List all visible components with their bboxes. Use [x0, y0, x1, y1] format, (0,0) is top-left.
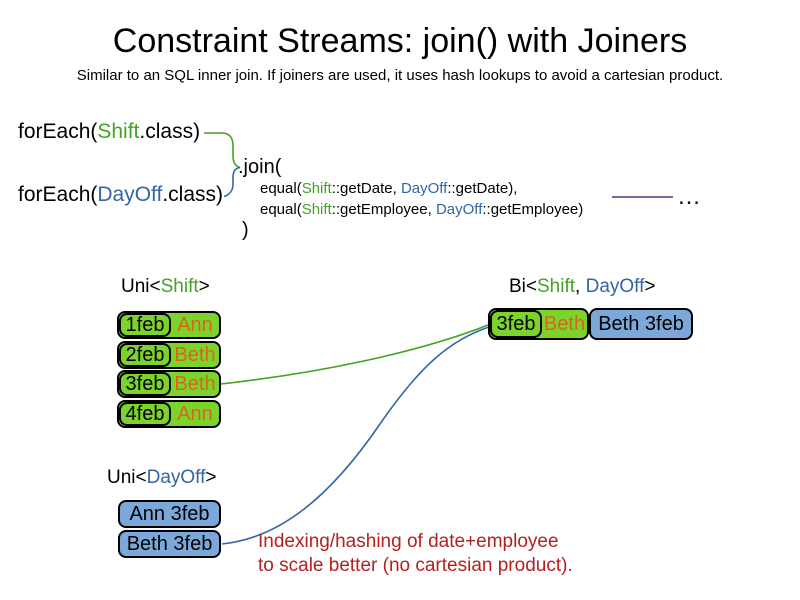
shift-date-cell: 1feb — [119, 313, 171, 337]
code-token: forEach( — [18, 120, 98, 143]
shift-date-cell: 3feb — [119, 372, 171, 396]
label-token: > — [644, 276, 656, 297]
code-foreach-dayoff: forEach(DayOff.class) — [18, 183, 223, 207]
shift-employee-cell: Beth — [174, 343, 216, 366]
code-joiner-date: equal(Shift::getDate, DayOff::getDate), — [260, 180, 517, 197]
shift-employee-cell: Ann — [177, 313, 213, 336]
label-token: Bi< — [509, 276, 537, 297]
bi-shift-part: 3feb Beth — [488, 308, 589, 340]
shift-class-token: Shift — [301, 201, 332, 218]
bi-dayoff-part: Beth 3feb — [589, 308, 693, 340]
page-subtitle: Similar to an SQL inner join. If joiners… — [76, 67, 724, 84]
uni-dayoff-label: Uni<DayOff> — [107, 467, 217, 489]
code-token: ::getEmployee, — [331, 201, 436, 218]
more-joiners-ellipsis: … — [677, 183, 701, 210]
dayoff-type-token: DayOff — [585, 276, 645, 297]
shift-employee-cell: Beth — [174, 372, 216, 395]
code-token: .class) — [162, 183, 224, 206]
shift-type-token: Shift — [160, 276, 199, 297]
code-join-close: ) — [242, 219, 249, 241]
dayoff-type-token: DayOff — [146, 467, 206, 488]
dayoff-class-token: DayOff — [435, 201, 483, 218]
label-token: Uni< — [121, 276, 161, 297]
code-foreach-shift: forEach(Shift.class) — [18, 120, 200, 144]
bi-result-label: Bi<Shift, DayOff> — [509, 276, 655, 298]
shift-class-token: Shift — [301, 180, 332, 197]
code-token: ::getDate), — [447, 180, 518, 197]
shift-row: 2feb Beth — [117, 341, 221, 369]
label-token: Uni< — [107, 467, 147, 488]
dayoff-row: Ann 3feb — [118, 500, 221, 528]
code-token: equal( — [260, 180, 302, 197]
shift-employee-cell: Ann — [177, 402, 213, 425]
label-token: > — [198, 276, 210, 297]
code-token: equal( — [260, 201, 302, 218]
brace-blue-connector-icon — [223, 166, 241, 198]
shift-date-cell: 2feb — [119, 343, 171, 367]
code-token: forEach( — [18, 183, 98, 206]
join-line-shift-icon — [220, 324, 489, 385]
page-title: Constraint Streams: join() with Joiners — [112, 22, 688, 60]
label-token: , — [575, 276, 586, 297]
code-token: ::getDate, — [331, 180, 401, 197]
uni-shift-label: Uni<Shift> — [121, 276, 210, 298]
dayoff-row: Beth 3feb — [118, 530, 221, 558]
shift-class-token: Shift — [97, 120, 140, 143]
shift-employee-cell: Beth — [543, 312, 586, 335]
code-joiner-employee: equal(Shift::getEmployee, DayOff::getEmp… — [260, 201, 583, 218]
join-line-dayoff-icon — [221, 326, 490, 545]
brace-green-connector-icon — [204, 132, 241, 169]
shift-date-cell: 3feb — [490, 310, 542, 338]
indexing-note-line1: Indexing/hashing of date+employee — [258, 531, 559, 552]
dayoff-class-token: DayOff — [400, 180, 448, 197]
shift-type-token: Shift — [537, 276, 576, 297]
indexing-note-line2: to scale better (no cartesian product). — [258, 555, 573, 576]
shift-row: 1feb Ann — [117, 311, 221, 339]
shift-row: 4feb Ann — [117, 400, 221, 428]
label-token: > — [205, 467, 217, 488]
code-join-open: .join( — [238, 156, 282, 178]
shift-date-cell: 4feb — [119, 402, 171, 426]
shift-row: 3feb Beth — [117, 370, 221, 398]
code-token: ::getEmployee) — [482, 201, 584, 218]
dayoff-class-token: DayOff — [97, 183, 163, 206]
code-token: .class) — [139, 120, 201, 143]
